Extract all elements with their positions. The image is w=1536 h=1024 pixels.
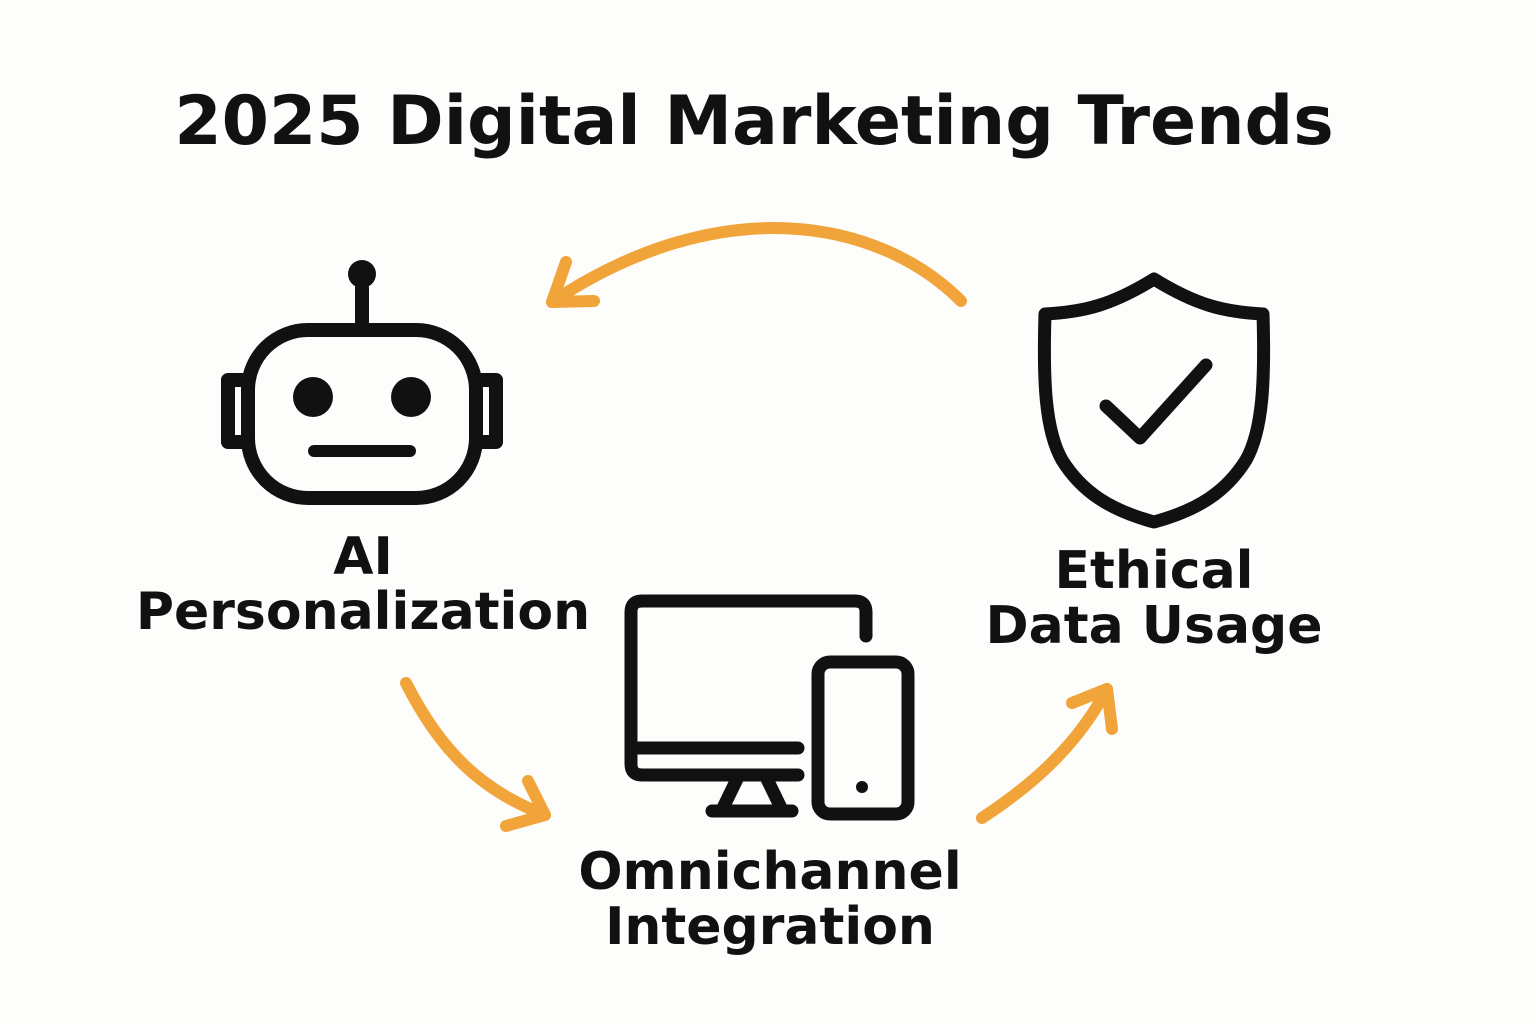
arrow-omnichannel-to-ethical <box>976 683 1118 824</box>
ai-label-line1: AI <box>333 527 393 587</box>
omnichannel-integration-label: Omnichannel Integration <box>540 842 1000 958</box>
page-title: 2025 Digital Marketing Trends <box>174 82 1334 161</box>
ethical-data-usage-label: Ethical Data Usage <box>954 541 1354 657</box>
devices-icon <box>624 594 915 821</box>
arrow-ai-to-omnichannel <box>400 677 551 832</box>
omni-label-line2: Integration <box>605 897 935 958</box>
ai-label-line2: Personalization <box>135 582 591 643</box>
omni-label-line1: Omnichannel <box>578 842 962 902</box>
arrow-ethical-to-ai <box>546 222 967 308</box>
robot-icon <box>221 260 503 505</box>
shield-check-icon <box>1037 272 1271 529</box>
ai-personalization-label: AI Personalization <box>113 527 613 643</box>
ethical-label-line1: Ethical <box>1054 541 1254 601</box>
ethical-label-line2: Data Usage <box>985 596 1323 657</box>
